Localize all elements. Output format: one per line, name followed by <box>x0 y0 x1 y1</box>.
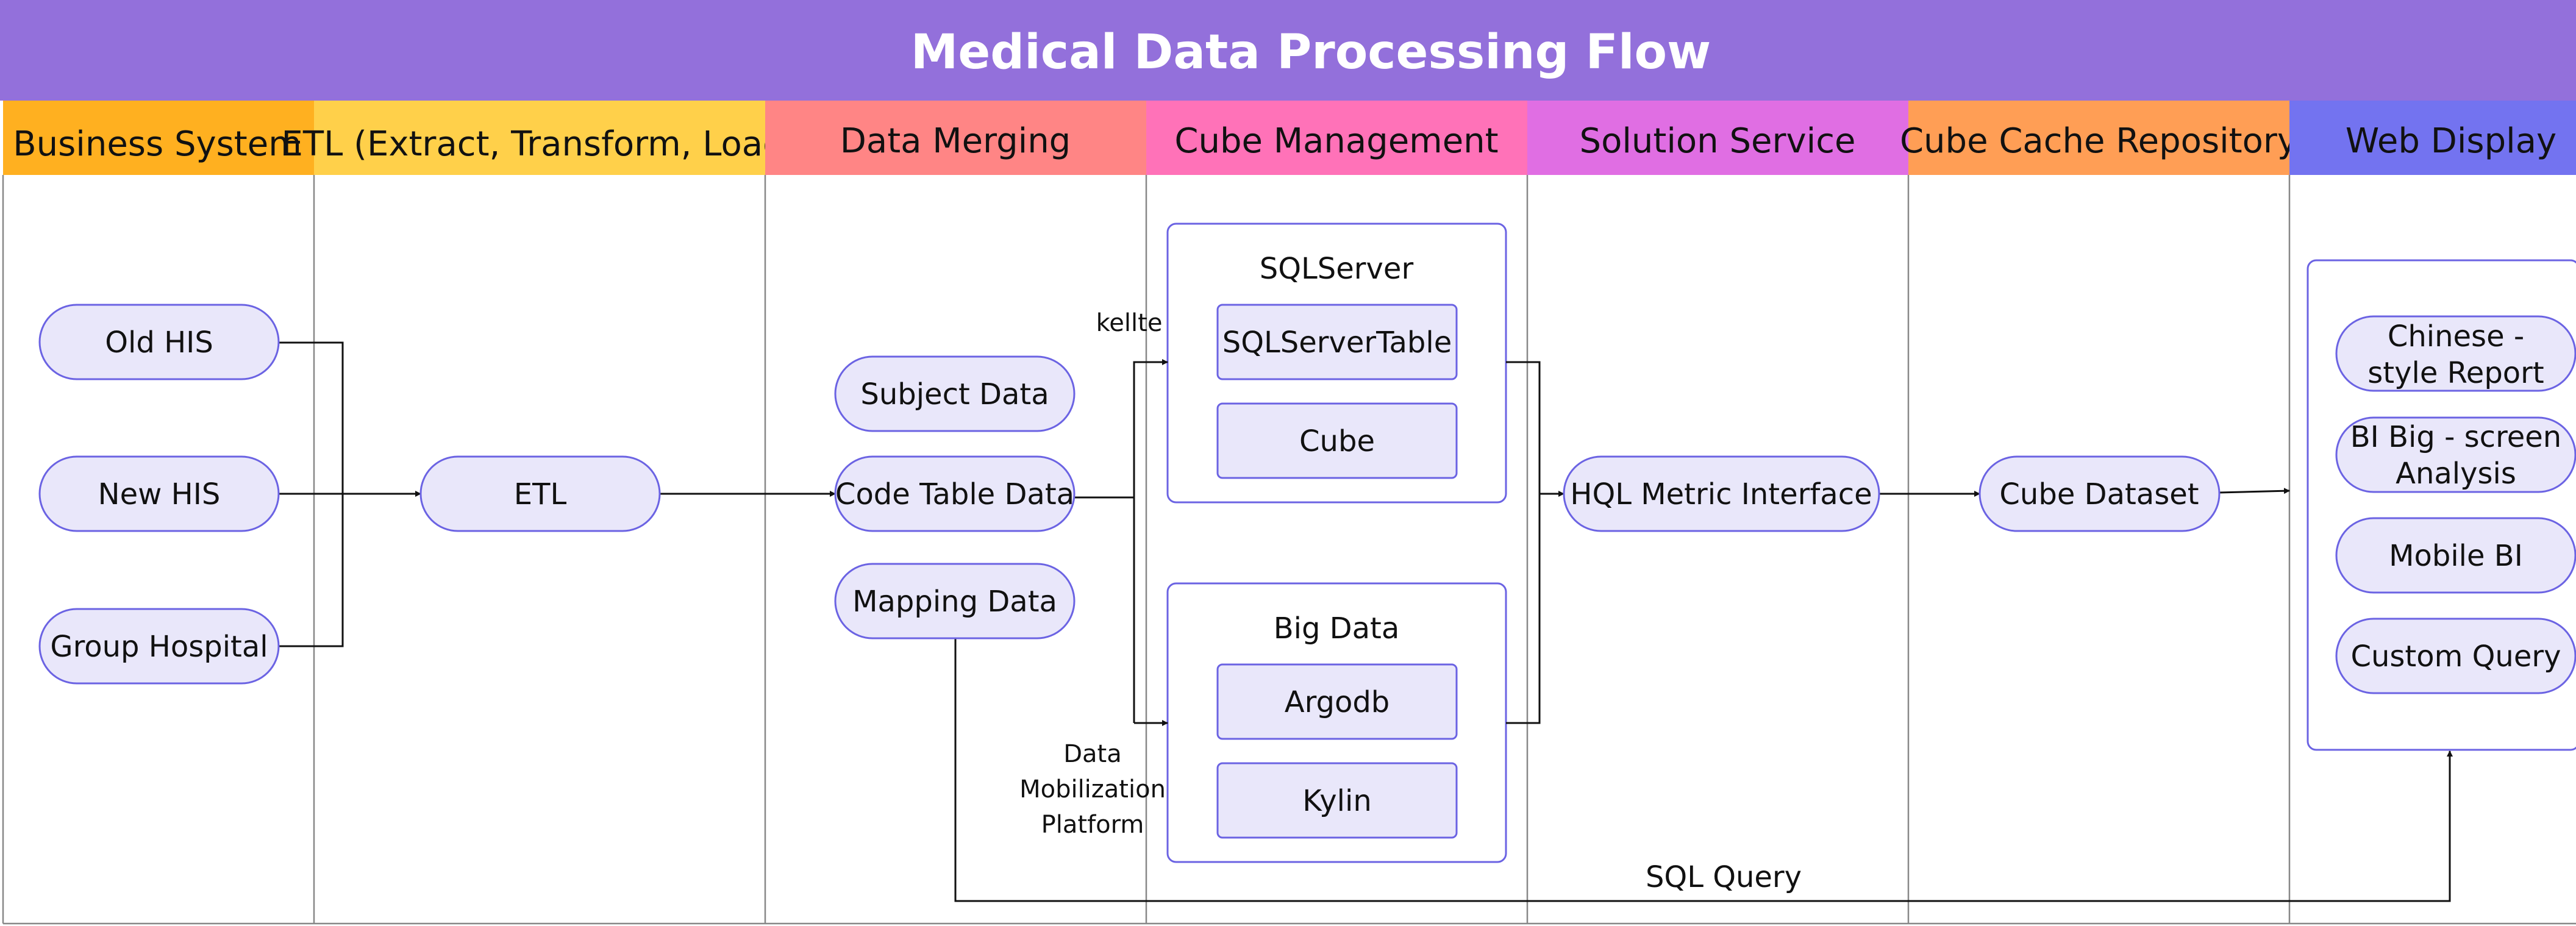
node-shape <box>1216 762 1458 839</box>
node-shape <box>1216 402 1458 479</box>
node-chinese-style-report: Chinese - style Report <box>2335 315 2576 392</box>
edge-label-sql-query: SQL Query <box>1646 860 1802 894</box>
node-label-line2: style Report <box>2367 356 2544 390</box>
node-shape <box>1216 663 1458 740</box>
edge-label-data-mobilization-line3: Platform <box>1041 811 1144 839</box>
node-sqlserver-table: SQLServerTable <box>1216 304 1458 380</box>
bigdata-group-title: Big Data <box>1274 611 1400 646</box>
lane-header-bg <box>765 101 1146 175</box>
lane-header-bg <box>3 101 314 175</box>
node-label: Mobile BI <box>2389 539 2523 573</box>
node-cube-dataset: Cube Dataset <box>1978 455 2221 532</box>
node-label: Code Table Data <box>835 477 1074 511</box>
node-label: Kylin <box>1302 784 1371 818</box>
node-shape <box>1978 455 2221 532</box>
node-argodb: Argodb <box>1216 663 1458 740</box>
lane-header-etl: ETL (Extract, Transform, Load) <box>282 101 798 175</box>
lane-header-bg <box>1146 101 1527 175</box>
node-shape <box>38 608 280 685</box>
node-mapping-data: Mapping Data <box>834 563 1076 639</box>
node-shape <box>419 455 661 532</box>
node-label: Argodb <box>1285 685 1390 719</box>
lane-header-solution-service: Solution Service <box>1527 101 1908 175</box>
node-label: Mapping Data <box>852 585 1057 619</box>
diagram-title: Medical Data Processing Flow <box>911 25 1711 80</box>
node-label: Custom Query <box>2350 639 2561 674</box>
node-code-table-data: Code Table Data <box>834 455 1076 532</box>
lane-header-bg <box>1908 101 2289 175</box>
node-label: New HIS <box>98 477 221 511</box>
lane-header-bg <box>1527 101 1908 175</box>
edge-sqlserver-out <box>1506 361 1541 724</box>
node-shape <box>38 304 280 380</box>
edge-sql-query <box>954 638 2453 902</box>
node-label-line2: Analysis <box>2396 457 2516 491</box>
lane-label: Business System <box>13 124 302 164</box>
node-custom-query: Custom Query <box>2335 618 2576 694</box>
lane-header-cube-management: Cube Management <box>1146 101 1527 175</box>
edge-label-kellte: kellte <box>1096 309 1163 337</box>
lane-header-web-display: Web Display <box>2289 101 2576 175</box>
node-shape <box>38 455 280 532</box>
node-label: Group Hospital <box>50 630 268 664</box>
title-bar <box>0 0 2576 101</box>
node-old-his: Old HIS <box>38 304 280 380</box>
node-shape <box>2335 315 2576 392</box>
node-label: ETL <box>514 477 567 511</box>
node-label-line1: BI Big - screen <box>2350 420 2561 454</box>
lane-label: Web Display <box>2346 121 2556 161</box>
node-label-line1: Chinese - <box>2388 319 2524 354</box>
edge-label-data-mobilization-line1: Data <box>1063 740 1122 768</box>
edge-group-hospital <box>279 494 344 647</box>
node-shape <box>2335 618 2576 694</box>
lane-label: Cube Management <box>1174 121 1498 161</box>
node-label: Subject Data <box>860 377 1049 411</box>
lane-header-business-system: Business System <box>3 101 314 175</box>
sqlserver-group-title: SQLServer <box>1260 252 1414 286</box>
node-shape <box>834 355 1076 432</box>
node-label: SQLServerTable <box>1222 326 1452 360</box>
node-etl: ETL <box>419 455 661 532</box>
edge-to-sqlserver <box>1133 359 1168 723</box>
node-bi-big-screen-analysis: BI Big - screen Analysis <box>2335 416 2576 493</box>
edge-old-his <box>279 341 344 494</box>
node-label: Cube Dataset <box>1999 477 2199 511</box>
node-cube: Cube <box>1216 402 1458 479</box>
node-shape <box>2335 517 2576 594</box>
lane-header-data-merging: Data Merging <box>765 101 1146 175</box>
node-subject-data: Subject Data <box>834 355 1076 432</box>
node-kylin: Kylin <box>1216 762 1458 839</box>
lane-label: Solution Service <box>1580 121 1856 161</box>
node-shape <box>1216 304 1458 380</box>
node-shape <box>2335 416 2576 493</box>
node-label: Cube <box>1299 424 1375 458</box>
node-mobile-bi: Mobile BI <box>2335 517 2576 594</box>
node-label: HQL Metric Interface <box>1570 477 1872 511</box>
lane-header-bg <box>314 101 765 175</box>
node-hql-metric-interface: HQL Metric Interface <box>1563 455 1880 532</box>
lane-label: Data Merging <box>840 121 1071 161</box>
node-shape <box>1563 455 1880 532</box>
node-shape <box>834 455 1076 532</box>
edge-cube-dataset-to-web <box>2219 488 2290 494</box>
node-shape <box>834 563 1076 639</box>
edge-label-data-mobilization-line2: Mobilization <box>1019 775 1166 803</box>
lane-header-bg <box>2289 101 2576 175</box>
lane-label: ETL (Extract, Transform, Load) <box>282 124 798 164</box>
lane-label: Cube Cache Repository <box>1900 121 2297 161</box>
node-group-hospital: Group Hospital <box>38 608 280 685</box>
node-label: Old HIS <box>105 326 213 360</box>
lane-header-cube-cache-repository: Cube Cache Repository <box>1900 101 2297 175</box>
node-new-his: New HIS <box>38 455 280 532</box>
